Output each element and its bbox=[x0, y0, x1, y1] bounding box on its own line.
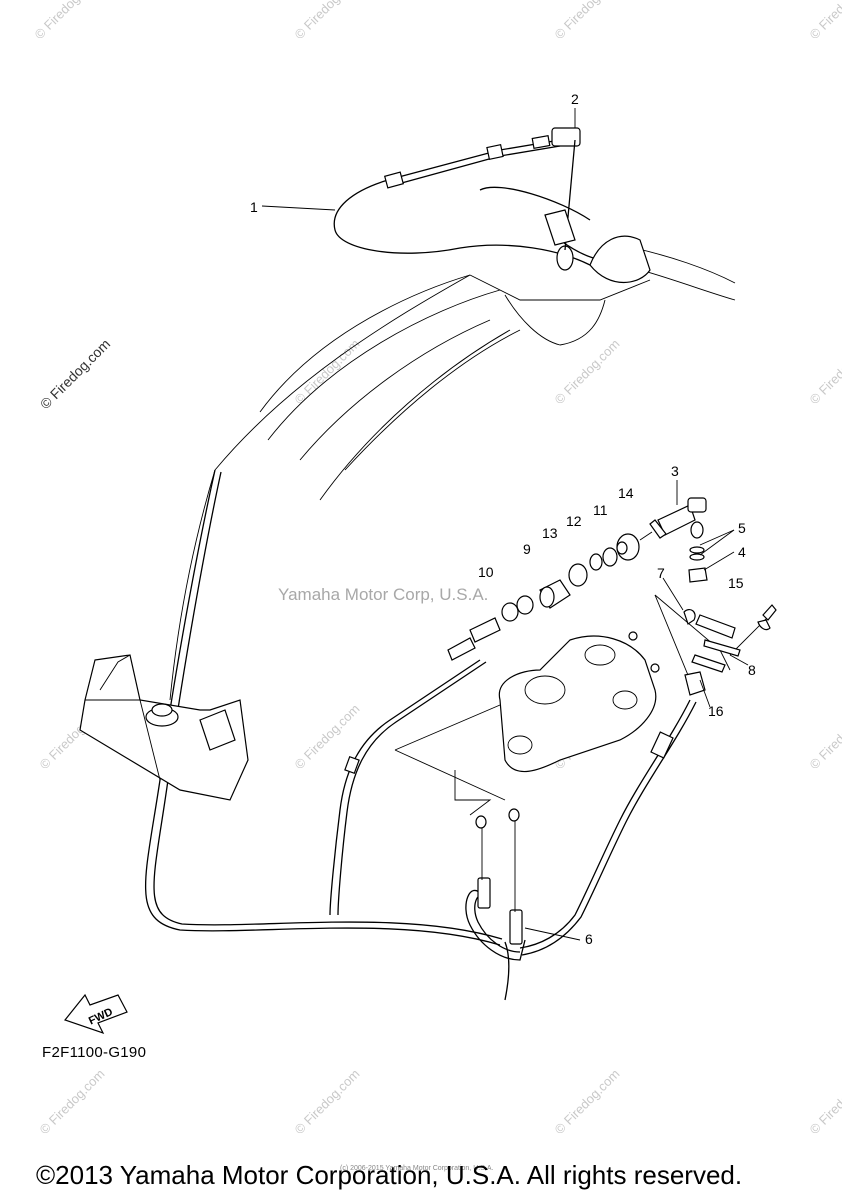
watermark: © Firedog.com bbox=[552, 1066, 623, 1137]
label-leaders bbox=[261, 108, 749, 941]
diagram-code: F2F1100-G190 bbox=[42, 1044, 147, 1061]
lower-cable bbox=[144, 469, 697, 1001]
mounting-bracket bbox=[79, 654, 249, 801]
watermark: © Firedog.com bbox=[807, 336, 842, 407]
part-label-12: 12 bbox=[566, 513, 582, 529]
part-label-9: 9 bbox=[523, 541, 531, 557]
part-label-3: 3 bbox=[671, 463, 679, 479]
fwd-arrow-icon: FWD bbox=[63, 993, 128, 1035]
part-label-6: 6 bbox=[585, 931, 593, 947]
exploded-fittings bbox=[501, 497, 777, 696]
part-label-15: 15 bbox=[728, 575, 744, 591]
watermark-group: © Firedog.com © Firedog.com © Firedog.co… bbox=[32, 0, 842, 1137]
tiny-copyright: (c) 2006-2015 Yamaha Motor Corporation, … bbox=[340, 1165, 494, 1172]
lower-hose bbox=[465, 808, 526, 961]
part-label-2: 2 bbox=[571, 91, 579, 107]
watermark: © Firedog.com bbox=[292, 1066, 363, 1137]
part-label-16: 16 bbox=[708, 703, 724, 719]
steering-cable bbox=[333, 127, 651, 283]
part-labels: 1 2 3 4 5 6 7 8 9 10 11 12 13 14 15 16 bbox=[250, 91, 756, 947]
part-label-4: 4 bbox=[738, 544, 746, 560]
watermark: © Firedog.com bbox=[807, 1066, 842, 1137]
watermark: © Firedog.com bbox=[292, 0, 363, 42]
pump-housing bbox=[498, 631, 660, 773]
part-label-10: 10 bbox=[478, 564, 494, 580]
watermark: © Firedog.com bbox=[552, 0, 623, 42]
part-label-13: 13 bbox=[542, 525, 558, 541]
hull-outline bbox=[169, 244, 736, 701]
part-label-7: 7 bbox=[657, 565, 665, 581]
watermark: © Firedog.com bbox=[552, 336, 623, 407]
cable-joint-icon bbox=[551, 127, 581, 147]
copyright-notice: ©2013 Yamaha Motor Corporation, U.S.A. A… bbox=[36, 1160, 743, 1190]
part-label-1: 1 bbox=[250, 199, 258, 215]
part-label-5: 5 bbox=[738, 520, 746, 536]
watermark: © Firedog.com bbox=[292, 336, 363, 407]
watermark: © Firedog.com bbox=[32, 0, 103, 42]
watermark: © Firedog.com bbox=[37, 1066, 108, 1137]
part-label-14: 14 bbox=[618, 485, 634, 501]
watermark: © Firedog.com bbox=[807, 0, 842, 42]
part-label-8: 8 bbox=[748, 662, 756, 678]
watermark: © Firedog.com bbox=[807, 701, 842, 772]
watermark-dark: © Firedog.com bbox=[37, 336, 113, 412]
part-label-11: 11 bbox=[593, 502, 608, 518]
center-watermark: Yamaha Motor Corp, U.S.A. bbox=[278, 585, 489, 604]
